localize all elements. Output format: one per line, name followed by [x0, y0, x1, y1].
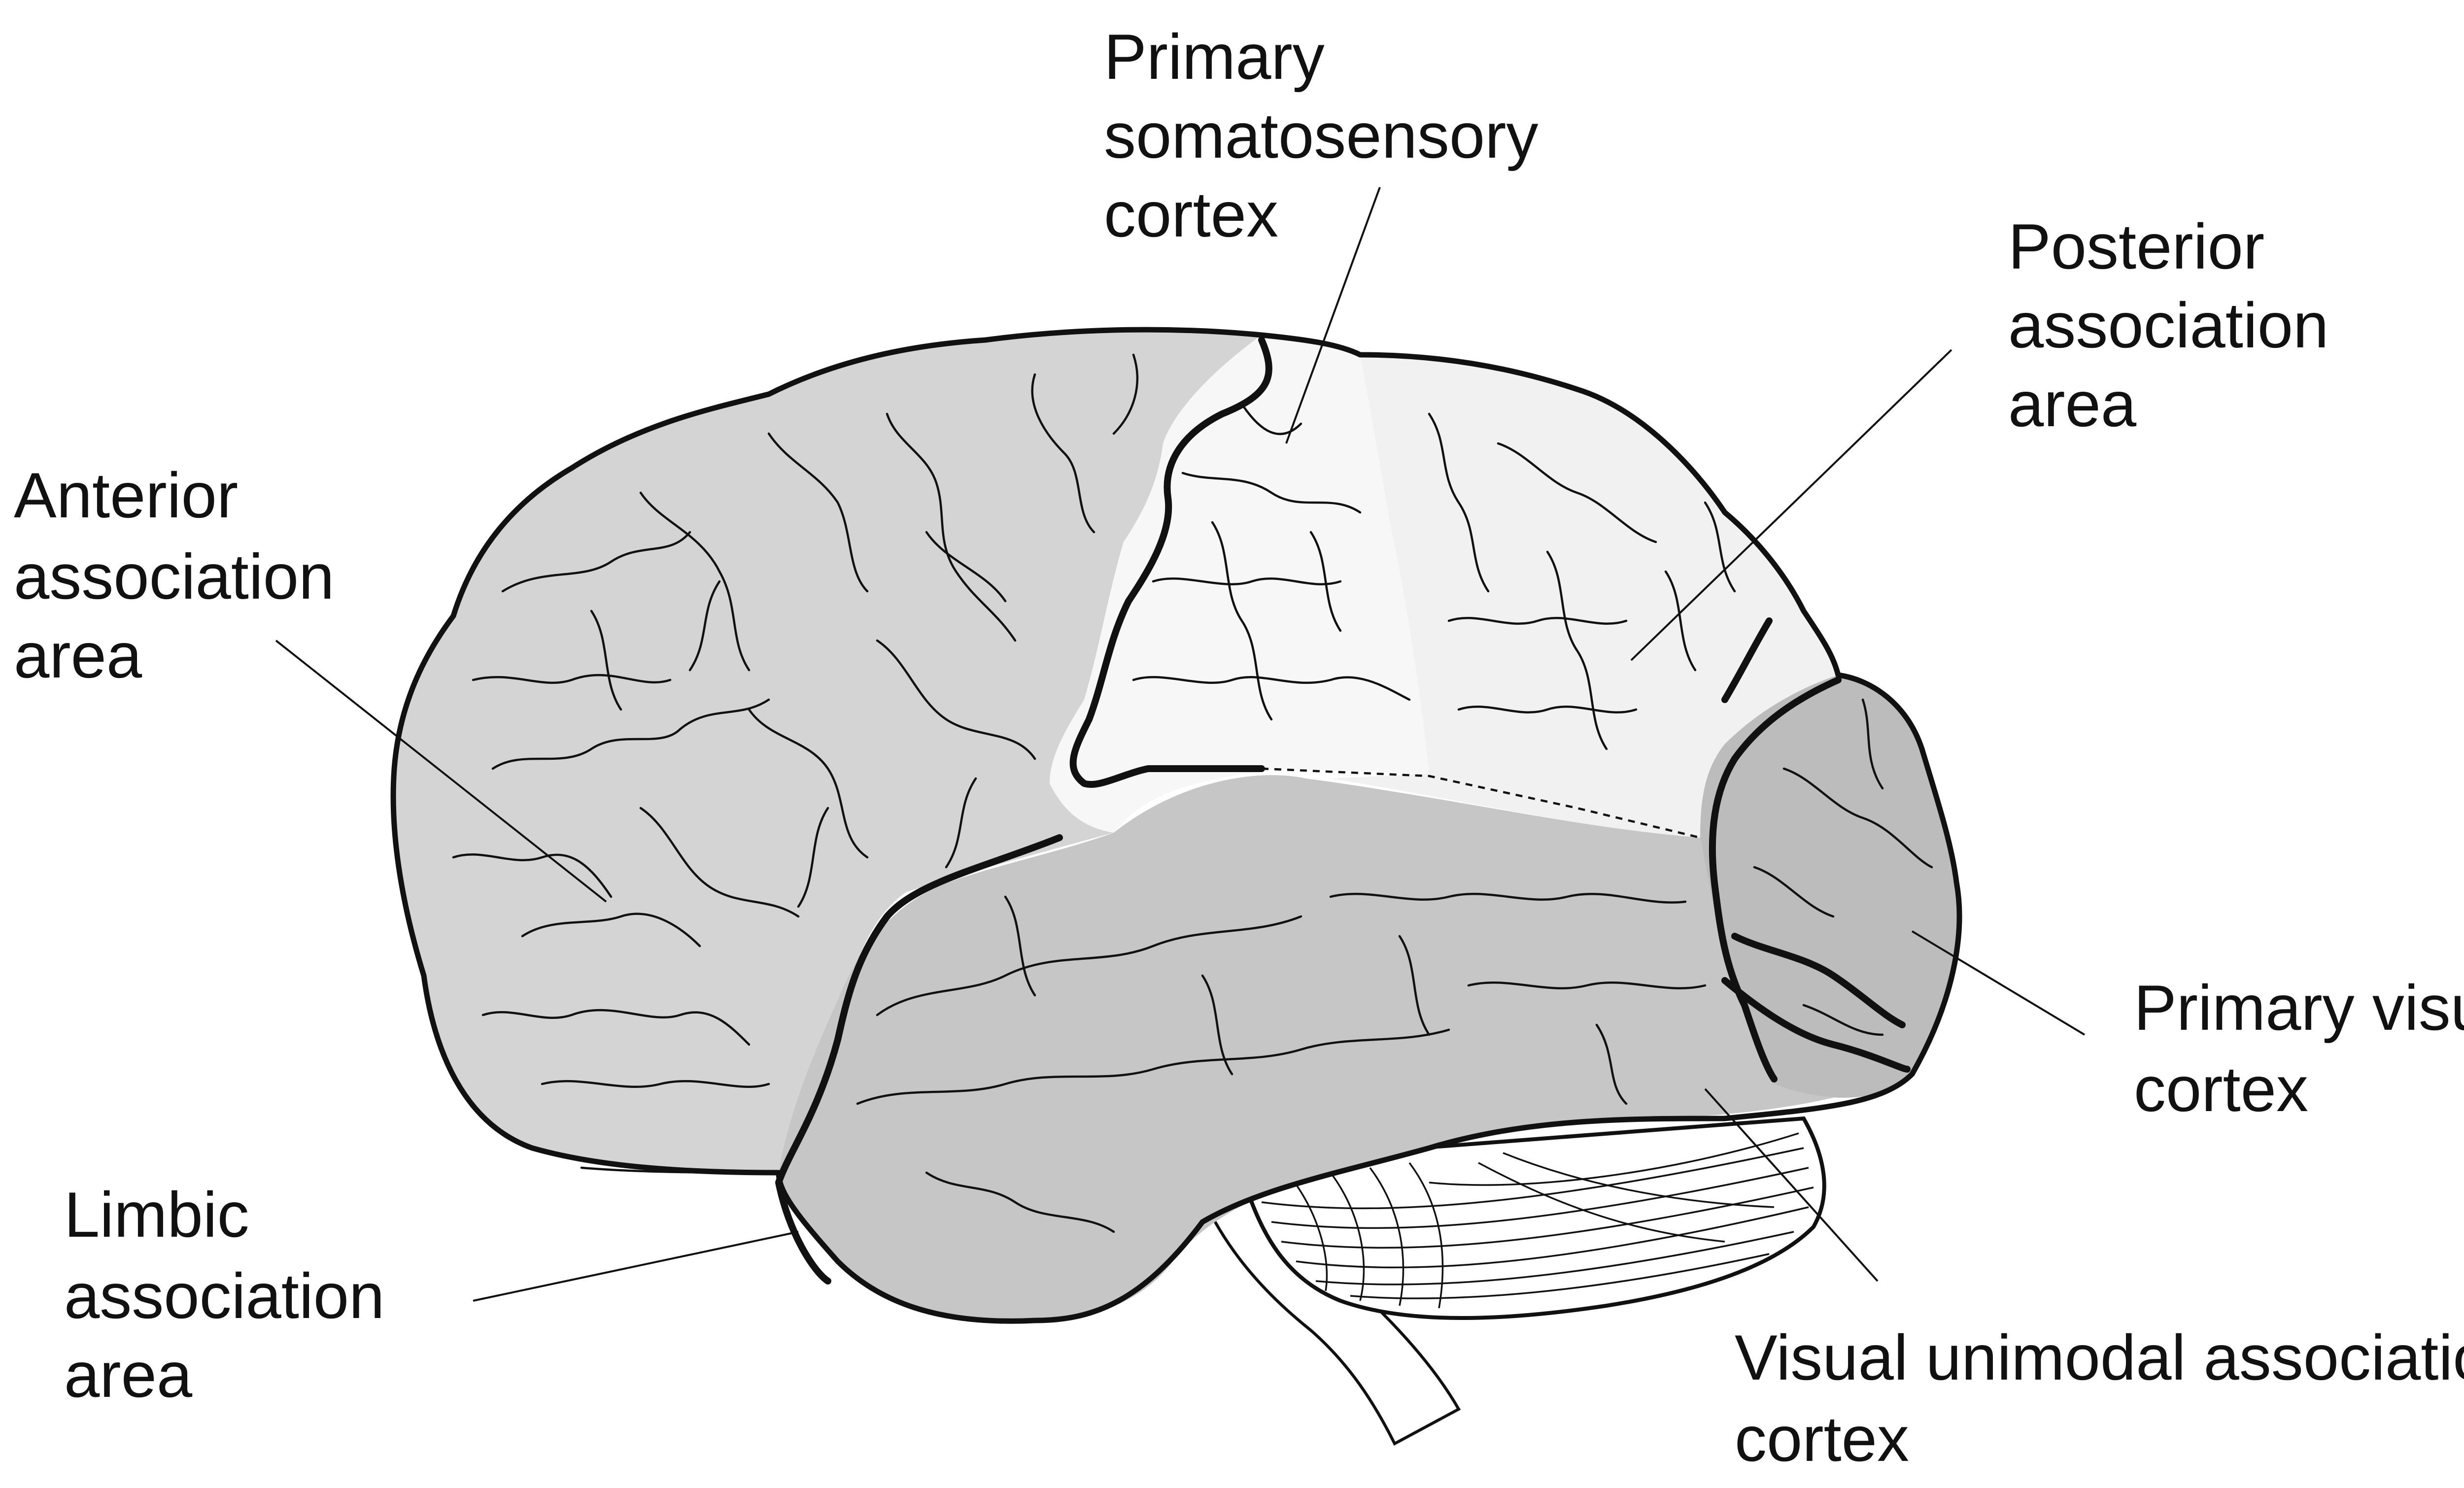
leader-visual-unimodal [1704, 1088, 1879, 1282]
label-limbic-association: Limbic association area [64, 1179, 384, 1411]
cerebellum [1190, 1116, 1826, 1446]
label-line: association [14, 541, 334, 612]
label-line: association [2008, 289, 2328, 361]
label-line: Anterior [14, 459, 238, 531]
label-line: cortex [2134, 1053, 2308, 1125]
major-sulci [775, 337, 1911, 1285]
leader-limbic-association [473, 1231, 799, 1302]
label-line: Visual unimodal association [1735, 1321, 2464, 1393]
label-visual-unimodal: Visual unimodal association cortex [1735, 1321, 2464, 1475]
label-anterior-association: Anterior association area [14, 459, 334, 691]
label-line: Posterior [2008, 210, 2264, 282]
label-line: somatosensory [1104, 100, 1539, 171]
label-line: area [14, 619, 142, 691]
label-primary-somatosensory: Primary somatosensory cortex [1104, 21, 1539, 250]
leader-primary-somatosensory [1285, 187, 1381, 444]
label-posterior-association: Posterior association area [2008, 210, 2328, 440]
cerebrum [390, 327, 1962, 1324]
label-line: Primary visual [2134, 972, 2464, 1044]
leader-primary-visual [1911, 930, 2086, 1036]
cerebellum-folia [1261, 1132, 1814, 1309]
leader-anterior-association [275, 640, 607, 903]
leader-posterior-association [1630, 349, 1952, 661]
label-line: Primary [1104, 21, 1325, 93]
region-primary-visual [1700, 675, 1959, 1098]
label-line: area [64, 1339, 193, 1411]
label-line: cortex [1104, 178, 1278, 250]
label-line: area [2008, 368, 2137, 440]
gyri-lines [452, 353, 1933, 1233]
region-posterior-association [1331, 355, 1838, 838]
leader-lines [275, 187, 2086, 1302]
region-anterior-association [393, 330, 1262, 1173]
label-primary-visual: Primary visual cortex [2134, 972, 2464, 1125]
region-temporal-limbic [779, 775, 1912, 1321]
hemisphere-outline [390, 327, 1962, 1324]
label-line: Limbic [64, 1179, 249, 1251]
label-line: cortex [1735, 1403, 1909, 1475]
label-line: association [64, 1260, 384, 1332]
